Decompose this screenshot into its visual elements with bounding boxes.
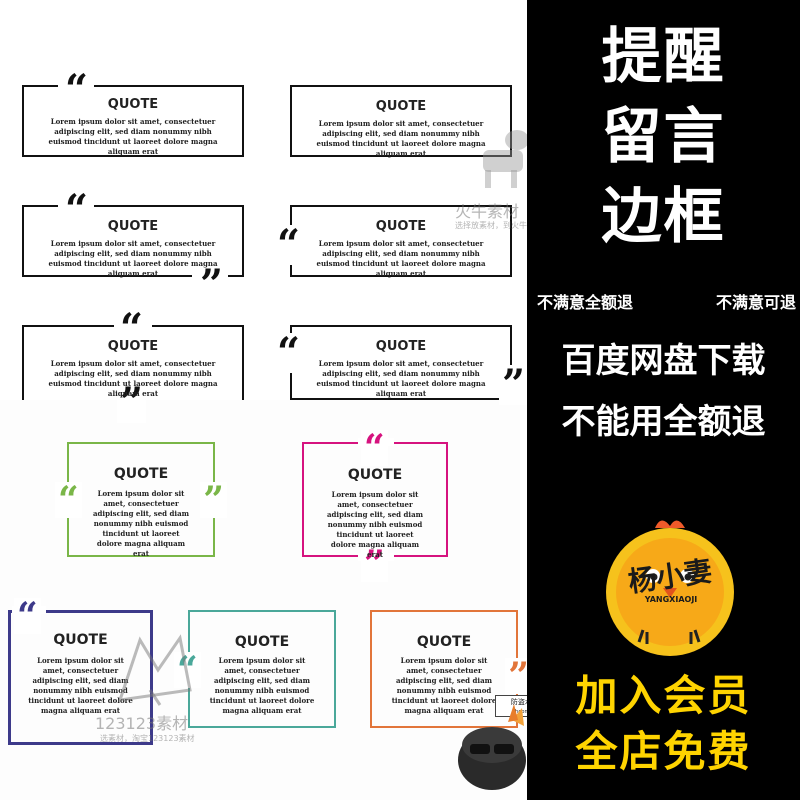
open-quote-icon: [361, 430, 388, 466]
open-quote-icon: [62, 190, 92, 230]
quote-frame-magenta: QUOTE Lorem ipsum dolor sit amet, consec…: [302, 430, 448, 582]
member-line-1: 加入会员: [575, 671, 752, 720]
quote-frame-teal: QUOTE Lorem ipsum dolor sit amet, consec…: [174, 610, 336, 728]
open-quote-icon: [55, 482, 82, 518]
quote-body: Lorem ipsum dolor sit amet, consectetuer…: [209, 656, 315, 715]
quote-frame-4: QUOTE Lorem ipsum dolor sit amet, consec…: [274, 205, 512, 278]
preview-panel: QUOTE Lorem ipsum dolor sit amet, consec…: [0, 0, 527, 800]
quote-title: QUOTE: [107, 97, 159, 112]
color-frames-area: [0, 400, 527, 800]
headline-line-3: 边框: [601, 182, 726, 252]
close-quote-icon: [196, 265, 226, 305]
quote-body: Lorem ipsum dolor sit amet, consectetuer…: [391, 656, 497, 715]
quote-frame-green: QUOTE Lorem ipsum dolor sit amet, consec…: [55, 442, 227, 558]
quote-frame-3: QUOTE Lorem ipsum dolor sit amet, consec…: [22, 190, 244, 305]
watermark-fox-icon: [117, 634, 192, 706]
close-quote-icon: [361, 546, 388, 582]
quote-title: QUOTE: [416, 634, 472, 650]
quote-title: QUOTE: [107, 339, 159, 354]
open-quote-icon: [14, 598, 41, 634]
promo-sidebar: 提醒 留言 边框 不满意全额退 不满意可退 百度网盘下载 不能用全额退 加入会员…: [527, 0, 800, 800]
download-text: 百度网盘下载: [561, 341, 766, 381]
quote-body: Lorem ipsum dolor sit amet, consectetuer…: [316, 359, 486, 398]
quote-frame-2: QUOTE Lorem ipsum dolor sit amet, consec…: [290, 85, 512, 158]
quote-title: QUOTE: [375, 219, 427, 234]
quote-body: Lorem ipsum dolor sit amet, consectetuer…: [48, 117, 218, 156]
watermark-hn-sub: 选择放素材，到火牛: [455, 221, 527, 230]
quote-frame-5: QUOTE Lorem ipsum dolor sit amet, consec…: [22, 309, 244, 423]
watermark-num-sub: 选素材，淘宝123123素材: [100, 734, 195, 743]
quote-title: QUOTE: [375, 99, 427, 114]
quote-body: Lorem ipsum dolor sit amet, consectetuer…: [28, 656, 133, 715]
quote-title: QUOTE: [347, 467, 403, 483]
quote-body: Lorem ipsum dolor sit amet, consectetuer…: [48, 239, 218, 278]
mascot-subtitle: YANGXIAOJI: [644, 595, 698, 604]
headline-line-1: 提醒: [601, 22, 726, 92]
open-quote-icon: [117, 309, 147, 349]
quote-frame-6: QUOTE Lorem ipsum dolor sit amet, consec…: [274, 325, 528, 405]
quote-frame-orange: QUOTE Lorem ipsum dolor sit amet, consec…: [370, 610, 532, 728]
open-quote-icon: [62, 70, 92, 110]
quote-frame-navy: QUOTE Lorem ipsum dolor sit amet, consec…: [8, 598, 153, 745]
quote-body: Lorem ipsum dolor sit amet, consectetuer…: [316, 239, 486, 278]
unusable-refund-text: 不能用全额退: [561, 402, 766, 442]
quote-title: QUOTE: [53, 632, 108, 648]
quote-title: QUOTE: [113, 466, 169, 482]
quote-title: QUOTE: [234, 634, 290, 650]
quote-title: QUOTE: [375, 339, 427, 354]
chick-mascot-logo: [606, 520, 734, 656]
close-quote-icon: [117, 383, 147, 423]
watermark-dog-icon: [483, 130, 529, 188]
close-quote-icon: [498, 365, 528, 405]
open-quote-icon: [274, 333, 304, 373]
quote-body: Lorem ipsum dolor sit amet, consectetuer…: [48, 359, 218, 398]
watermark-num-main: 123123素材: [95, 714, 189, 733]
close-quote-icon: [200, 482, 227, 518]
quote-frame-1: QUOTE Lorem ipsum dolor sit amet, consec…: [22, 70, 244, 157]
headline-line-2: 留言: [601, 102, 726, 172]
quote-title: QUOTE: [107, 219, 159, 234]
watermark-hn-main: 火牛素材: [455, 202, 520, 221]
member-line-2: 全店免费: [575, 727, 752, 776]
refund-left-text: 不满意全额退: [537, 293, 634, 312]
open-quote-icon: [274, 225, 304, 265]
quote-body: Lorem ipsum dolor sit amet, consectetuer…: [326, 490, 424, 559]
quote-body: Lorem ipsum dolor sit amet, consectetuer…: [92, 489, 190, 558]
quote-body: Lorem ipsum dolor sit amet, consectetuer…: [316, 119, 486, 158]
refund-right-text: 不满意可退: [715, 293, 796, 312]
cat-mascot-icon: [458, 704, 526, 790]
